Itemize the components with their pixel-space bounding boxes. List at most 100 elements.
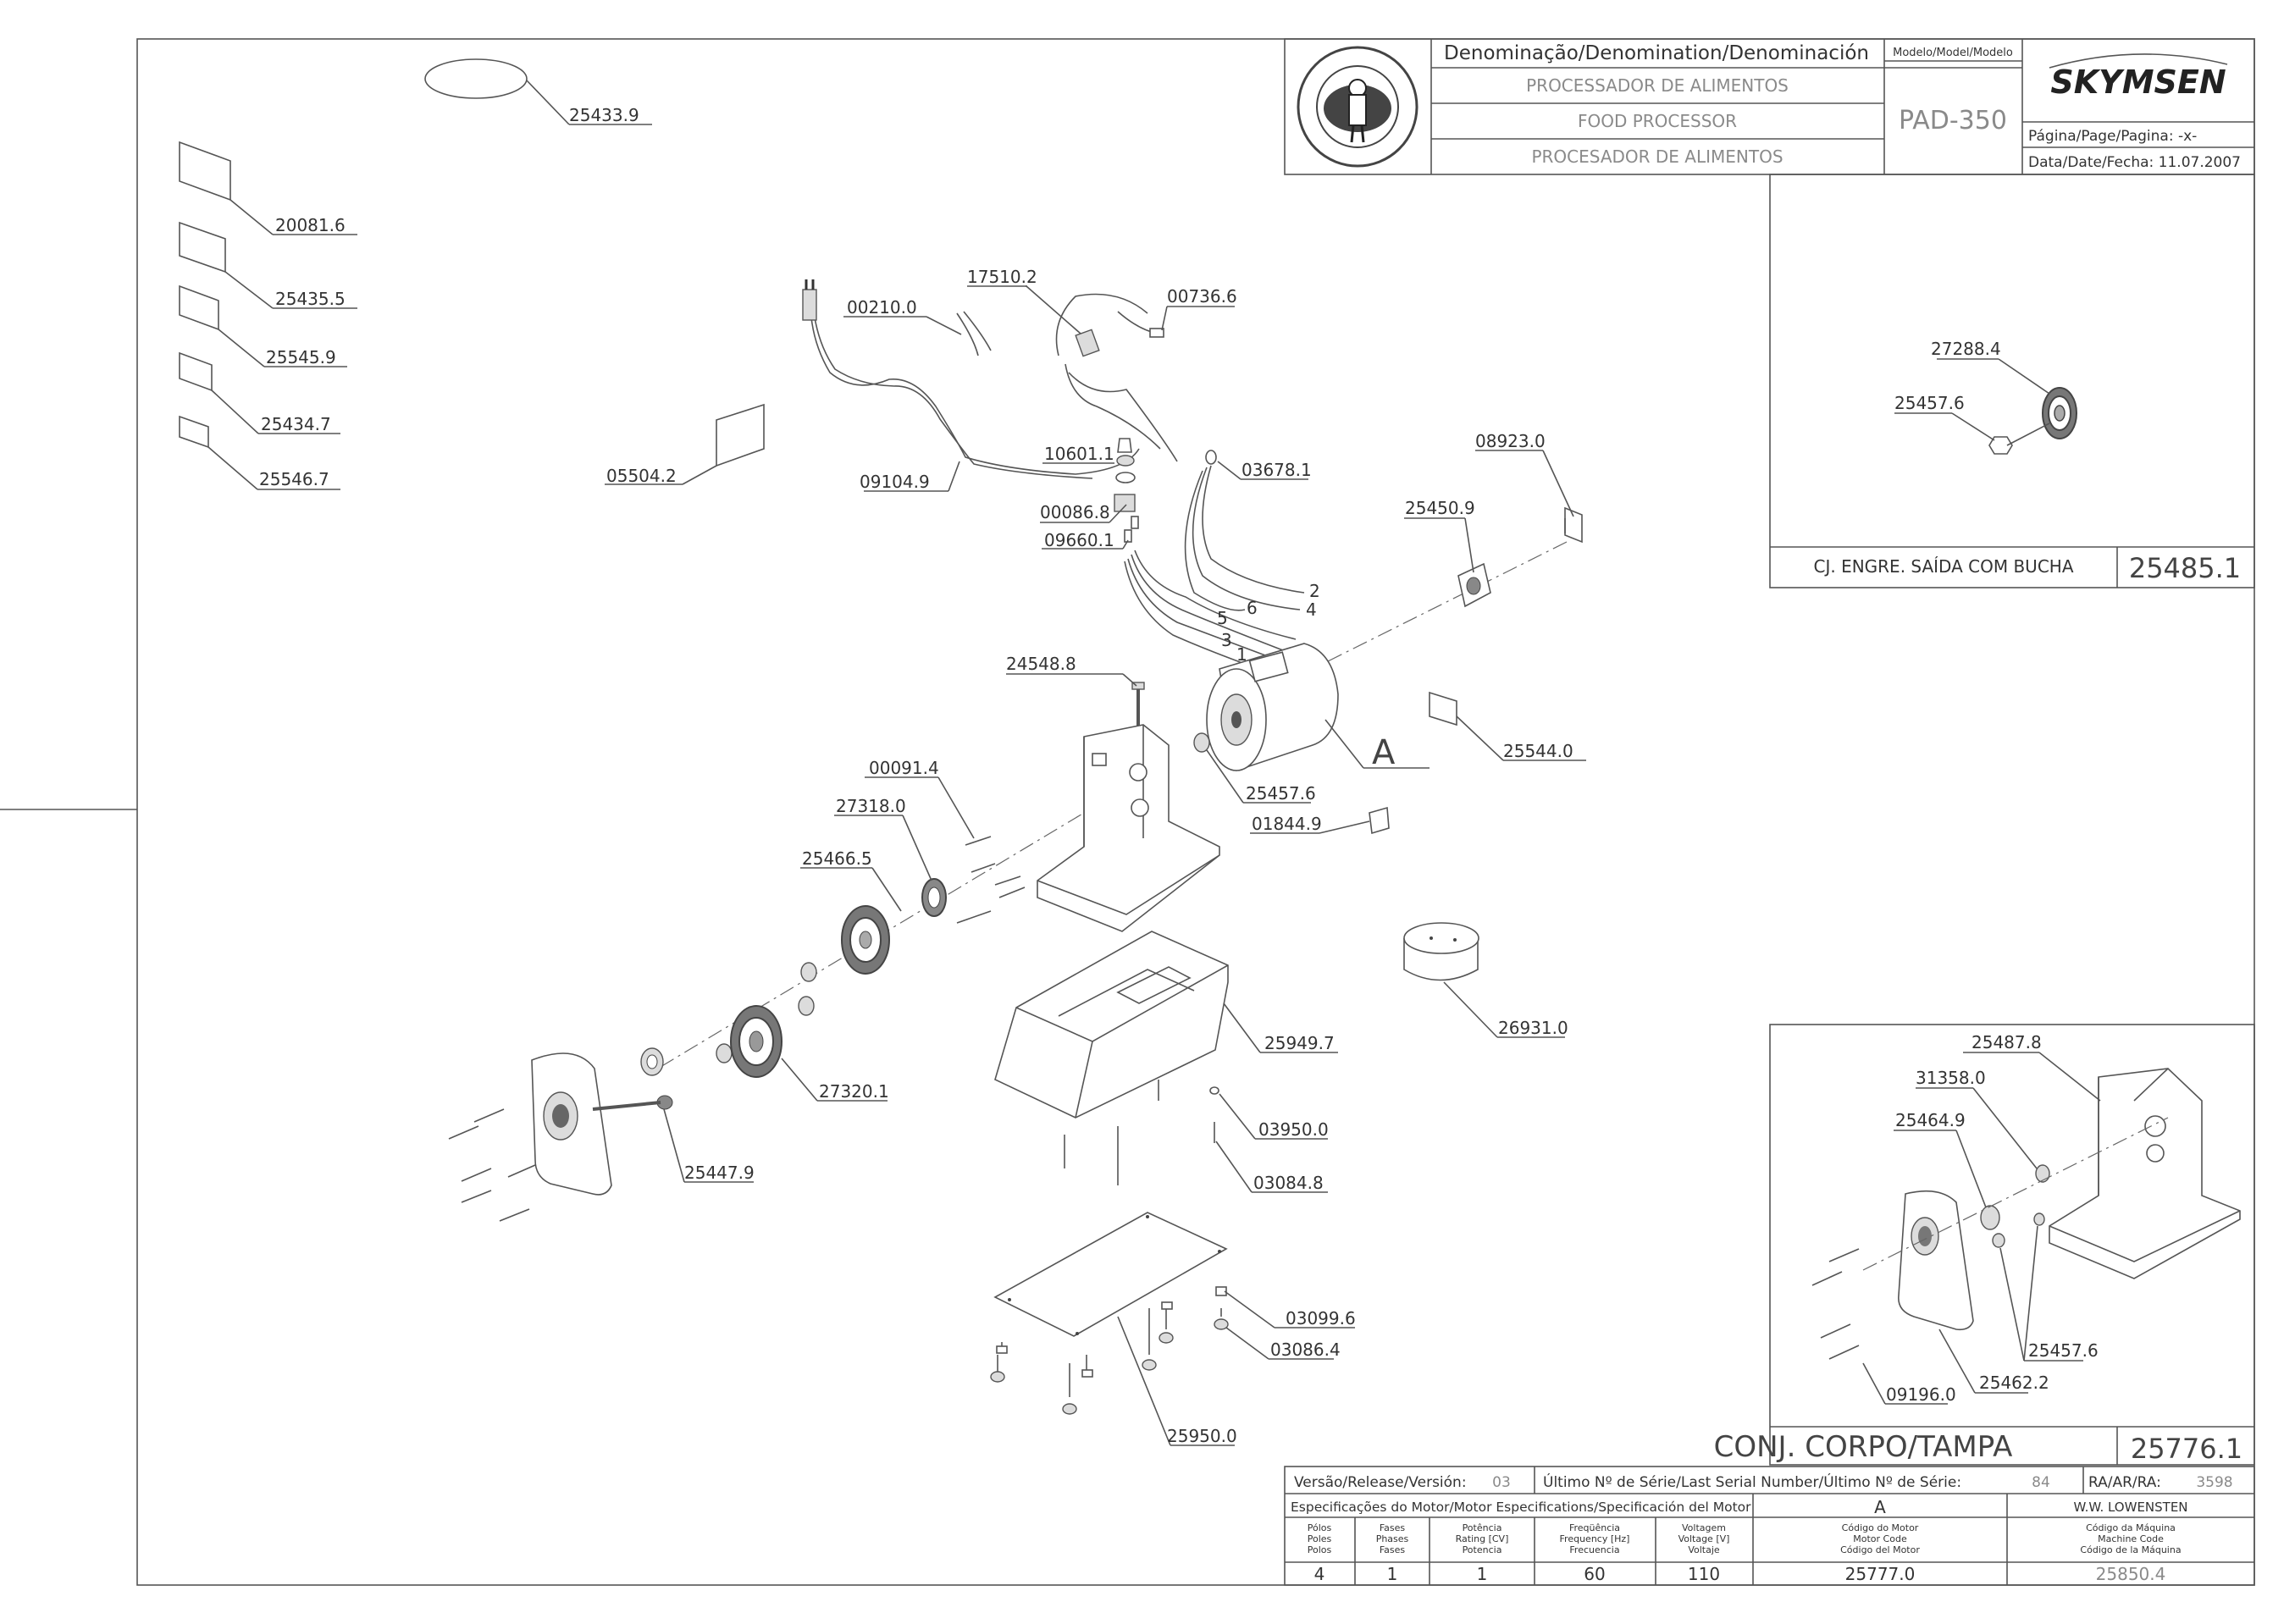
label-03086-4: 03086.4 <box>1270 1340 1341 1360</box>
hdr-power-3: Potencia <box>1463 1544 1502 1555</box>
housing-icon <box>994 931 1229 1119</box>
drawing-frame <box>136 38 2255 1586</box>
hdr-freq-3: Frecuencia <box>1569 1544 1619 1555</box>
terminal-icon <box>1149 328 1164 338</box>
label-01844-9: 01844.9 <box>1252 814 1322 834</box>
model-number: PAD-350 <box>1899 106 2007 135</box>
label-00086-8: 00086.8 <box>1040 502 1110 522</box>
hdr-poles-2: Poles <box>1308 1533 1332 1544</box>
hdr-machine-code-2: Machine Code <box>2098 1533 2164 1544</box>
motor-icon <box>1206 643 1339 772</box>
hdr-poles-3: Polos <box>1308 1544 1332 1555</box>
hdr-machine-code-1: Código da Máquina <box>2086 1522 2176 1533</box>
power-cord-icon <box>810 317 1140 475</box>
name-es: PROCESADOR DE ALIMENTOS <box>1531 146 1783 167</box>
oval-label-icon <box>424 58 528 99</box>
base-plate-icon <box>993 1212 1228 1337</box>
motor-label-icon <box>1429 691 1457 726</box>
label-00091-4: 00091.4 <box>869 758 939 778</box>
title-block: Denominação/Denomination/Denominación PR… <box>1284 38 2255 175</box>
label-25462-2: 25462.2 <box>1979 1373 2049 1393</box>
label-25545-9: 25545.9 <box>266 347 336 367</box>
cord-tag-icon <box>716 403 765 467</box>
bushing-icon-a <box>800 962 817 982</box>
inset-body-code: 25776.1 <box>2131 1433 2242 1465</box>
value-poles: 4 <box>1314 1564 1325 1584</box>
release-label: Versão/Release/Versión: <box>1294 1474 1467 1491</box>
label-25950-0: 25950.0 <box>1167 1426 1237 1446</box>
label-24548-8: 24548.8 <box>1006 654 1076 674</box>
rubber-feet-icons <box>990 1286 1229 1415</box>
wire-harness-icon <box>1055 293 1178 462</box>
plate-icon <box>1369 806 1390 835</box>
hdr-motor-code-2: Motor Code <box>1853 1533 1907 1544</box>
label-25434-7: 25434.7 <box>261 414 331 434</box>
label-25447-9: 25447.9 <box>684 1163 755 1183</box>
switch-icon <box>1117 438 1132 453</box>
hdr-motor-code-3: Código del Motor <box>1840 1544 1920 1555</box>
hdr-voltage-3: Voltaje <box>1688 1544 1720 1555</box>
ra-label: RA/AR/RA: <box>2088 1474 2161 1491</box>
label-09196-0: 09196.0 <box>1886 1384 1956 1405</box>
inset-body-title: CONJ. CORPO/TAMPA <box>1714 1430 2013 1464</box>
inset-gear-assembly: CJ. ENGRE. SAÍDA COM BUCHA 25485.1 27288… <box>1769 174 2255 588</box>
bushing-icon-c <box>716 1043 733 1063</box>
sticker-icon-2 <box>179 221 226 273</box>
label-25949-7: 25949.7 <box>1264 1033 1335 1053</box>
hdr-voltage-1: Voltagem <box>1682 1522 1726 1533</box>
label-03950-0: 03950.0 <box>1258 1119 1329 1140</box>
connector-icon <box>1205 450 1217 465</box>
label-20081-6: 20081.6 <box>275 215 346 235</box>
main-body-frame-icon <box>1037 724 1220 932</box>
value-frequency: 60 <box>1584 1564 1605 1584</box>
brand-swoosh <box>2049 53 2228 69</box>
motor-spec-table: Versão/Release/Versión: 03 Último Nº de … <box>1284 1466 2255 1586</box>
label-00736-6: 00736.6 <box>1167 286 1237 307</box>
sticker-icon-5 <box>179 415 209 449</box>
hdr-motor-code-1: Código do Motor <box>1842 1522 1919 1533</box>
hdr-power-1: Potência <box>1463 1522 1502 1533</box>
motor-lead-2 <box>1202 465 1305 594</box>
label-25450-9: 25450.9 <box>1405 498 1475 518</box>
brand-logo: SKYMSEN <box>2050 64 2226 101</box>
value-power: 1 <box>1477 1564 1488 1584</box>
hdr-freq-2: Frequency [Hz] <box>1560 1533 1630 1544</box>
value-voltage: 110 <box>1688 1564 1720 1584</box>
hdr-freq-1: Freqüência <box>1569 1522 1620 1533</box>
plug-icon <box>802 289 817 321</box>
wire-number-4: 4 <box>1306 599 1317 620</box>
inset-gear-code: 25485.1 <box>2129 552 2241 584</box>
label-03678-1: 03678.1 <box>1242 460 1312 480</box>
release-value: 03 <box>1492 1474 1511 1491</box>
wire-number-3: 3 <box>1221 630 1232 650</box>
hdr-voltage-2: Voltage [V] <box>1678 1533 1730 1544</box>
inset-gear-title: CJ. ENGRE. SAÍDA COM BUCHA <box>1813 556 2073 577</box>
label-25466-5: 25466.5 <box>802 848 872 869</box>
label-25464-9: 25464.9 <box>1895 1110 1966 1130</box>
label-27318-0: 27318.0 <box>836 796 906 816</box>
value-machine-code: 25850.4 <box>2096 1564 2166 1584</box>
label-09660-1: 09660.1 <box>1044 530 1114 550</box>
hdr-poles-1: Pólos <box>1308 1522 1332 1533</box>
serial-value: 84 <box>2032 1474 2050 1491</box>
label-09104-9: 09104.9 <box>860 472 930 492</box>
front-cover-icon <box>531 1052 673 1196</box>
label-25546-7: 25546.7 <box>259 469 329 489</box>
serial-label: Último Nº de Série/Last Serial Number/Úl… <box>1543 1472 1961 1491</box>
page-label: Página/Page/Pagina: -x- <box>2028 128 2197 145</box>
main-exploded-view: 25433.9 20081.6 25435.5 25545.9 25434.7 … <box>179 58 1586 1446</box>
label-05504-2: 05504.2 <box>606 466 677 486</box>
inset-body-assembly: CONJ. CORPO/TAMPA 25776.1 25487.8 31358.… <box>1714 1024 2255 1466</box>
switch-body-icon <box>1114 494 1136 512</box>
motor-axis <box>1312 541 1568 670</box>
label-00210-0: 00210.0 <box>847 297 917 318</box>
wire-number-6: 6 <box>1247 598 1258 618</box>
bushing-icon <box>1988 436 2013 455</box>
wire-number-2: 2 <box>1309 581 1320 601</box>
jumper-wire-icon <box>956 311 992 356</box>
label-26931-0: 26931.0 <box>1498 1018 1568 1038</box>
sticker-icon-1 <box>179 141 231 202</box>
value-motor-code: 25777.0 <box>1845 1564 1916 1584</box>
bushing-icon-b <box>798 996 815 1016</box>
